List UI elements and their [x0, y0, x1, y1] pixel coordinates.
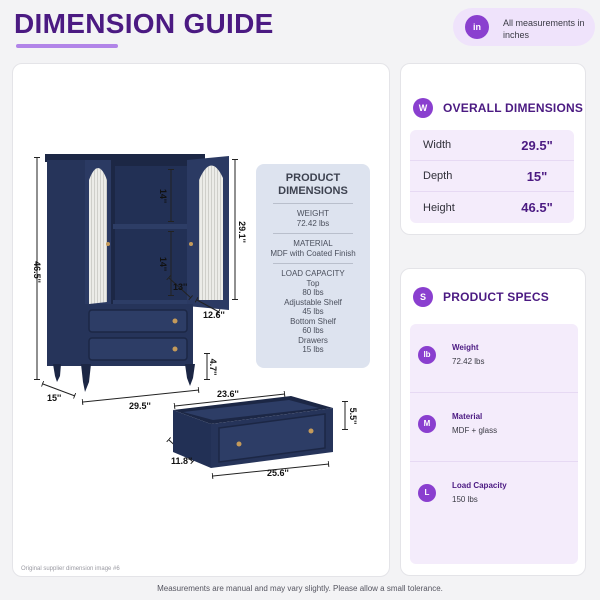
cabinet — [45, 154, 229, 392]
spec-row-load-capacity: L Load Capacity 150 lbs — [410, 462, 578, 531]
pd-weight-label: WEIGHT — [297, 209, 329, 218]
overall-dimensions-header: W OVERALL DIMENSIONS — [413, 98, 583, 118]
spec-row-weight: lb Weight 72.42 lbs — [410, 324, 578, 393]
title-underline — [16, 44, 118, 48]
image-caption: Original supplier dimension image #6 — [21, 566, 120, 572]
shelf-lower — [113, 300, 189, 305]
leg-back-left — [53, 364, 61, 382]
door-knob-left — [106, 242, 110, 246]
spec-label: Weight — [452, 343, 479, 352]
product-specs-card: S PRODUCT SPECS lb Weight 72.42 lbs M Ma… — [400, 268, 586, 576]
door-knob-right — [189, 242, 193, 246]
label-drawer-depth: 11.8'' — [171, 456, 192, 466]
product-image-card: 46.5'' 15'' 29.5'' 14'' 14'' 29.1'' 13''… — [12, 63, 390, 577]
dimension-value: 15" — [526, 168, 548, 184]
drawer-lower — [88, 337, 188, 361]
drawer-knob-upper — [172, 318, 178, 324]
label-drawer-front-width: 25.6'' — [267, 468, 289, 478]
pd-load-line: 60 lbs — [302, 326, 324, 335]
pd-load-line: Adjustable Shelf — [284, 297, 342, 307]
spec-row-material: M Material MDF + glass — [410, 393, 578, 462]
drawer-front-panel — [218, 413, 326, 463]
specs-list: lb Weight 72.42 lbs M Material MDF + gla… — [410, 324, 578, 564]
overall-dimensions-card: W OVERALL DIMENSIONS Width 29.5" Depth 1… — [400, 63, 586, 235]
dimension-label: Height — [423, 201, 455, 214]
spec-value: 72.42 lbs — [452, 357, 485, 366]
pd-load-line: 80 lbs — [302, 288, 324, 297]
label-depth: 15'' — [47, 393, 61, 403]
drawer-knob-2 — [236, 441, 242, 447]
spec-value: MDF + glass — [452, 426, 498, 435]
shelf-upper — [113, 224, 189, 229]
dimension-value: 46.5" — [521, 200, 553, 215]
label-drawer-width: 23.6'' — [217, 389, 239, 399]
dimension-label: Depth — [423, 170, 453, 182]
drawer-side — [173, 410, 211, 468]
pd-material-value: MDF with Coated Finish — [270, 248, 356, 258]
label-door-height: 29.1'' — [237, 221, 247, 243]
right-door-glass — [199, 165, 223, 300]
spec-value: 150 lbs — [452, 495, 478, 504]
drawer-knob-lower — [172, 346, 178, 352]
units-text: All measurements in inches — [503, 18, 585, 40]
product-specs-icon: S — [413, 287, 433, 307]
page-title: DIMENSION GUIDE — [14, 8, 274, 39]
cabinet-illustration: 46.5'' 15'' 29.5'' 14'' 14'' 29.1'' 13''… — [32, 154, 358, 480]
drawer-knob — [308, 428, 314, 434]
pd-rule — [273, 203, 353, 204]
overall-dimensions-icon: W — [413, 98, 433, 118]
units-pill: in All measurements in inches — [453, 8, 595, 46]
leg-front-right — [185, 364, 195, 386]
material-icon: M — [418, 415, 436, 433]
dimension-value: 29.5" — [521, 137, 553, 153]
leg-front-left — [81, 364, 91, 392]
label-interior-depth: 13'' — [173, 282, 187, 292]
cabinet-left-side — [47, 160, 87, 366]
pd-rule — [273, 263, 353, 264]
label-leg-height: 4.7'' — [208, 359, 218, 376]
spec-label: Material — [452, 412, 483, 421]
weight-icon: lb — [418, 346, 436, 364]
dimension-row-height: Height 46.5" — [410, 192, 574, 223]
label-height: 46.5'' — [32, 261, 42, 283]
product-dimensions-title: PRODUCT DIMENSIONS — [278, 172, 348, 197]
label-width: 29.5'' — [129, 401, 151, 411]
drawer-upper — [88, 309, 188, 333]
units-icon: in — [465, 15, 489, 39]
product-specs-title: PRODUCT SPECS — [443, 290, 549, 304]
pd-weight-value: 72.42 lbs — [296, 218, 330, 228]
dimension-row-depth: Depth 15" — [410, 161, 574, 192]
pd-load-line: Top — [306, 278, 320, 288]
dimensions-list: Width 29.5" Depth 15" Height 46.5" — [410, 130, 574, 223]
pd-load-line: 45 lbs — [302, 307, 324, 316]
product-specs-header: S PRODUCT SPECS — [413, 287, 549, 307]
pd-load-line: 15 lbs — [302, 345, 324, 354]
product-dimensions-box: PRODUCT DIMENSIONS WEIGHT 72.42 lbs MATE… — [256, 164, 370, 368]
dimension-label: Width — [423, 139, 452, 151]
label-drawer-height: 5.5'' — [348, 408, 358, 425]
cabinet-top — [45, 154, 205, 162]
pd-rule — [273, 233, 353, 234]
load-capacity-icon: L — [418, 484, 436, 502]
left-door-glass — [89, 168, 107, 304]
drawer-illustration — [173, 396, 333, 468]
dimension-row-width: Width 29.5" — [410, 130, 574, 161]
spec-label: Load Capacity — [452, 481, 507, 490]
overall-dimensions-title: OVERALL DIMENSIONS — [443, 101, 584, 115]
footer-note: Measurements are manual and may vary sli… — [157, 584, 443, 593]
pd-load-label: LOAD CAPACITY — [281, 269, 345, 278]
label-upper-shelf: 14'' — [158, 189, 168, 203]
pd-load-line: Bottom Shelf — [290, 316, 336, 326]
label-lower-shelf: 14'' — [158, 257, 168, 271]
pd-material-label: MATERIAL — [293, 239, 333, 248]
pd-load-line: Drawers — [298, 335, 328, 345]
drawer-inside — [183, 400, 319, 420]
label-door-depth: 12.6'' — [203, 310, 225, 320]
